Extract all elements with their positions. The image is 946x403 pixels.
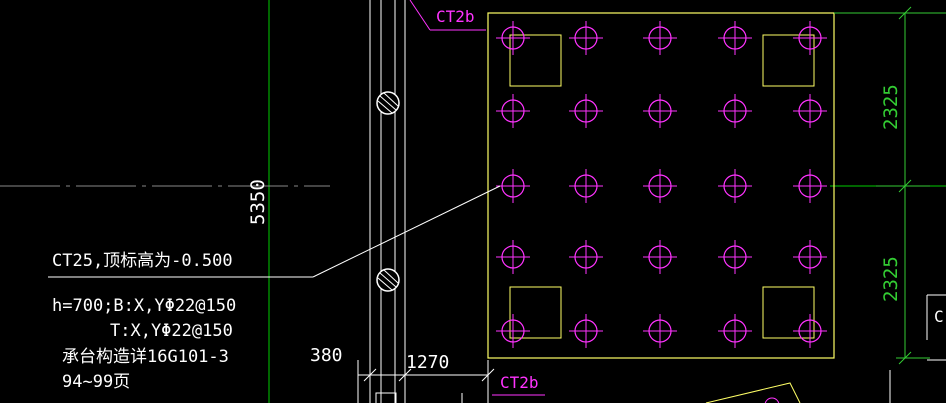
annotation-line-3: T:X,YΦ22@150 [110, 321, 233, 341]
pile-1-3[interactable] [643, 21, 677, 55]
corner-column-top-left [509, 34, 562, 87]
pile-2-2[interactable] [569, 94, 603, 128]
pile-grid [496, 21, 827, 348]
pile-1-2[interactable] [569, 21, 603, 55]
pile-4-2[interactable] [569, 240, 603, 274]
cap-ref-top-label: CT2b [436, 7, 475, 26]
dimension-bottom-380: 380 [310, 345, 343, 366]
pile-5-3[interactable] [643, 314, 677, 348]
pile-2-1[interactable] [496, 94, 530, 128]
pile-4-3[interactable] [643, 240, 677, 274]
lower-structure [375, 392, 463, 403]
pile-5-2[interactable] [569, 314, 603, 348]
corner-column-top-right [762, 34, 815, 87]
cap-reference-bottom[interactable]: CT2b [492, 373, 545, 396]
corner-column-bottom-left [509, 286, 562, 339]
pile-3-1[interactable] [496, 169, 530, 203]
dimension-bottom-1270: 1270 [406, 352, 449, 373]
skewed-outline-bottom [705, 382, 801, 403]
corner-column-bottom-right [762, 286, 815, 339]
pile-2-5[interactable] [793, 94, 827, 128]
pile-cap-outline[interactable] [487, 12, 835, 359]
annotation-block[interactable]: CT25,顶标高为-0.500 h=700;B:X,YΦ22@150 T:X,Y… [52, 251, 236, 392]
pile-2-4[interactable] [718, 94, 752, 128]
pile-3-4[interactable] [718, 169, 752, 203]
pile-4-5[interactable] [793, 240, 827, 274]
pile-5-4[interactable] [718, 314, 752, 348]
right-edge-fragment [889, 294, 946, 403]
hatched-circle-lower [376, 268, 400, 292]
pile-1-4[interactable] [718, 21, 752, 55]
pile-1-1[interactable] [496, 21, 530, 55]
cap-reference-top[interactable]: CT2b [409, 0, 486, 31]
pile-1-5[interactable] [793, 21, 827, 55]
annotation-leader [48, 185, 501, 278]
pile-5-5[interactable] [793, 314, 827, 348]
annotation-line-1: CT25,顶标高为-0.500 [52, 251, 233, 271]
annotation-line-2: h=700;B:X,YΦ22@150 [52, 296, 236, 316]
pile-5-1[interactable] [496, 314, 530, 348]
hatched-circle-upper [376, 91, 400, 115]
annotation-line-4: 承台构造详16G101-3 [62, 347, 229, 367]
wall-strip [369, 0, 406, 403]
pile-3-3[interactable] [643, 169, 677, 203]
cap-ref-bottom-label: CT2b [500, 373, 539, 392]
partial-pile-bottom [764, 397, 780, 403]
pile-2-3[interactable] [643, 94, 677, 128]
pile-4-4[interactable] [718, 240, 752, 274]
pile-3-2[interactable] [569, 169, 603, 203]
dimension-vertical-left: 5350 [247, 179, 269, 225]
dimension-right [834, 6, 946, 365]
dimension-bottom [357, 360, 495, 403]
pile-4-1[interactable] [496, 240, 530, 274]
partial-label-c: C [934, 307, 944, 326]
dimension-right-upper: 2325 [880, 84, 902, 130]
pile-3-5[interactable] [793, 169, 827, 203]
dimension-right-lower: 2325 [880, 256, 902, 302]
annotation-line-5: 94~99页 [62, 372, 130, 392]
